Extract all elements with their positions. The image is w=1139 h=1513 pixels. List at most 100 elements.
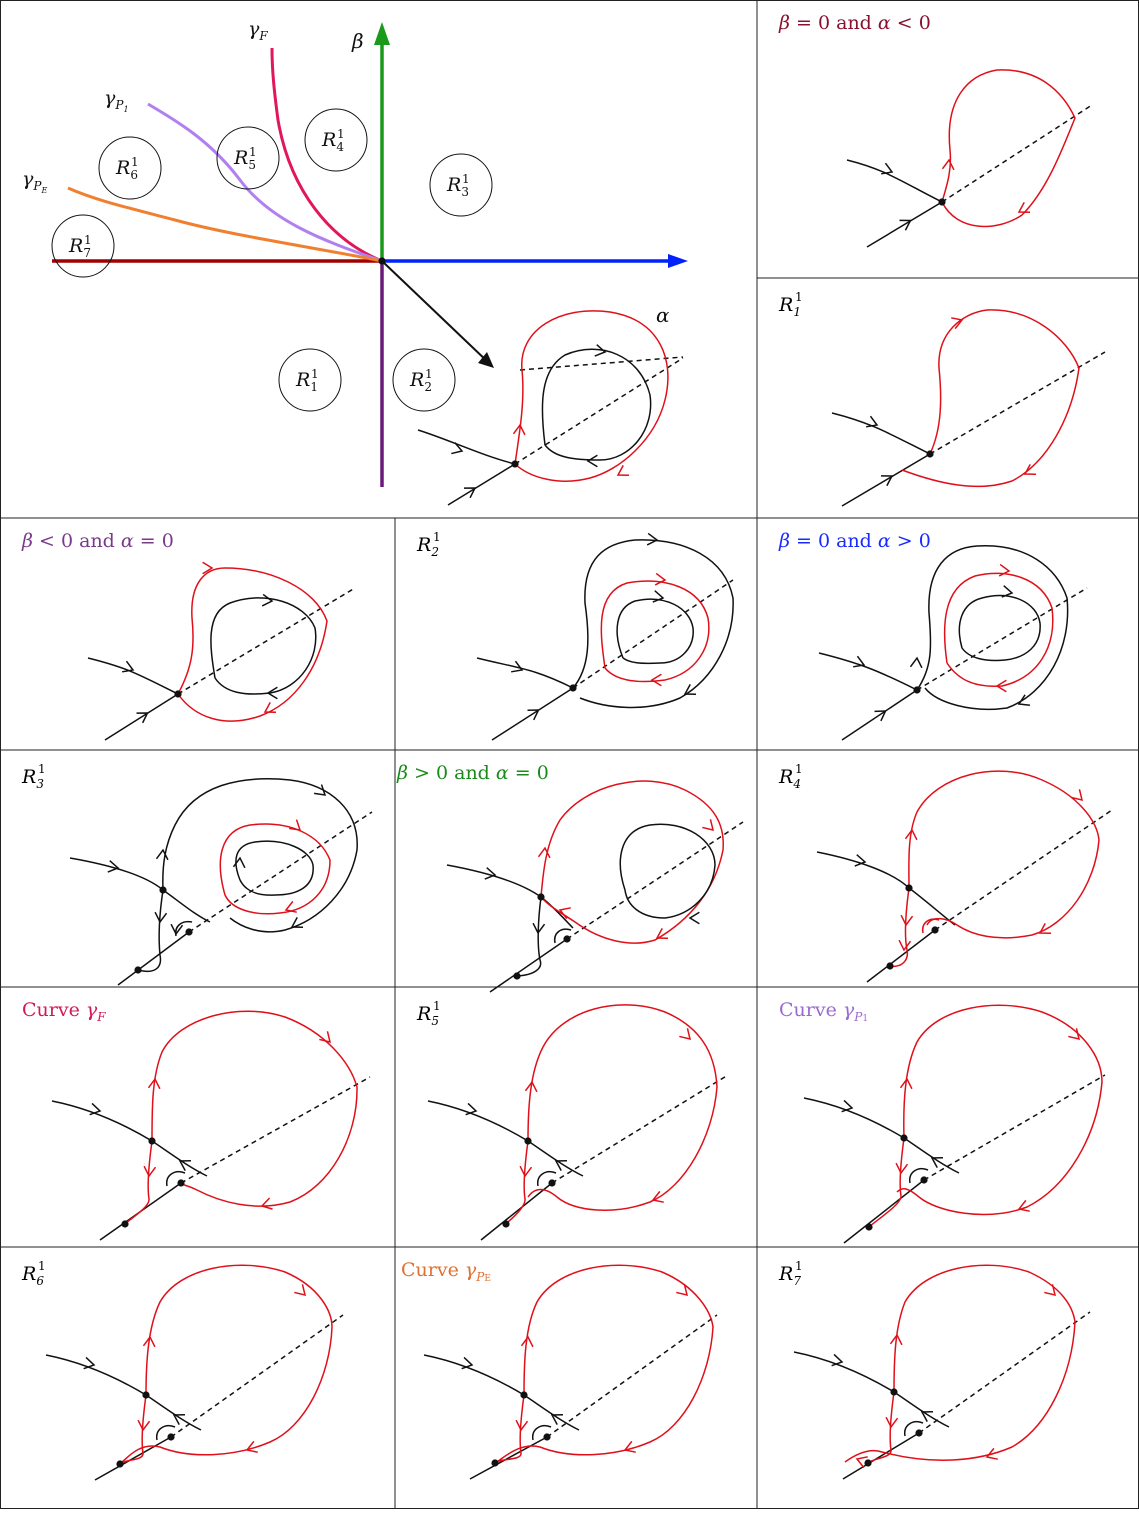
- direction-arrow-line: [381, 260, 491, 365]
- equilibrium-point: [931, 926, 939, 934]
- flow-arrow: [855, 1456, 868, 1469]
- panel-label: β = 0 and α < 0: [779, 12, 931, 34]
- flow-arrow: [880, 475, 894, 487]
- flow-arrow: [831, 1353, 844, 1367]
- flow-arrow: [172, 1413, 186, 1426]
- node-arc: [156, 1425, 176, 1441]
- equilibrium-point: [513, 972, 521, 980]
- panel-R6: R61: [0, 1247, 395, 1509]
- region-circle-R4: [304, 108, 368, 172]
- panel-R5: R51: [395, 987, 757, 1247]
- dashed-line: [941, 104, 1093, 203]
- node-arc: [553, 928, 572, 944]
- dashed-line: [551, 1074, 729, 1184]
- equilibrium-point: [185, 928, 193, 936]
- gamma-PE-label: γPE: [22, 168, 47, 195]
- equilibrium-point: [905, 884, 913, 892]
- flow-arrow: [951, 317, 964, 330]
- region-label-R5: R51: [233, 145, 257, 172]
- flow-arrow: [616, 464, 630, 477]
- equilibrium-point: [915, 1429, 923, 1437]
- limit-cycle-red: [943, 572, 1054, 687]
- flow-arrow: [909, 656, 923, 669]
- flow-arrow: [451, 442, 464, 455]
- region-label-R4: R41: [321, 127, 345, 154]
- flow-arrow: [550, 1413, 564, 1426]
- inner-orbit: [541, 348, 652, 461]
- flow-arrow: [319, 1031, 332, 1044]
- homoclinic-red: [540, 780, 724, 944]
- flow-arrow: [178, 1159, 192, 1172]
- beta-axis-label: β: [351, 29, 364, 53]
- vertical-branch-red: [889, 887, 910, 968]
- flow-arrow: [484, 867, 497, 880]
- flow-arrow: [702, 819, 715, 832]
- portrait-R6: [45, 1264, 344, 1481]
- flow-arrow: [1017, 694, 1031, 706]
- stable-manifold: [843, 1179, 925, 1244]
- flow-arrow: [524, 1080, 538, 1093]
- curve-gamma-F: [270, 47, 383, 263]
- equilibrium-point: [177, 1179, 185, 1187]
- flow-arrow: [261, 593, 274, 607]
- flow-arrow: [520, 1335, 534, 1348]
- alpha-axis-arrowhead: [668, 254, 688, 268]
- dashed-line: [566, 821, 744, 940]
- flow-arrow: [866, 415, 879, 428]
- stable-manifold: [469, 1436, 548, 1480]
- flow-arrow: [154, 911, 168, 924]
- vertical-branch-red: [505, 1140, 529, 1225]
- curve-gamma-P1: [147, 102, 383, 263]
- equilibrium-point: [926, 450, 934, 458]
- large-red-loop: [527, 1004, 718, 1211]
- flow-arrow: [532, 922, 546, 935]
- flow-arrow: [289, 819, 302, 831]
- portrait-curve-gamma-PE: [423, 1264, 718, 1480]
- equilibrium-point: [524, 1137, 532, 1145]
- stable-manifold: [104, 693, 179, 741]
- flow-arrow: [889, 1333, 903, 1346]
- flow-arrow: [511, 660, 524, 673]
- panel-beta-negative-alpha-zero: β < 0 and α = 0: [0, 518, 395, 750]
- flow-arrow: [260, 1197, 273, 1210]
- panel-label: Curve γF: [22, 999, 106, 1024]
- flow-arrow: [874, 710, 887, 722]
- flow-arrow: [527, 709, 540, 721]
- portrait-beta-zero-alpha-negative: [846, 69, 1093, 248]
- dashed-line: [546, 1314, 718, 1438]
- equilibrium-point: [134, 966, 142, 974]
- flow-arrow: [651, 1190, 664, 1203]
- node-arc: [909, 1168, 929, 1184]
- flow-arrow: [558, 907, 571, 920]
- large-red-loop: [844, 1264, 1076, 1463]
- node-arc: [532, 1425, 552, 1441]
- region-circle-R1: [278, 348, 342, 412]
- vertical-branch-red: [119, 1394, 147, 1465]
- incoming-orbit: [803, 1097, 960, 1174]
- flow-arrow: [461, 1356, 474, 1370]
- vertical-branch-red: [868, 1137, 905, 1228]
- stable-manifold: [489, 938, 568, 993]
- dashed-line: [918, 1311, 1091, 1434]
- panel-R1: R11: [757, 278, 1139, 518]
- flow-arrow: [537, 846, 551, 859]
- dashed-line: [514, 357, 684, 465]
- dashed-line: [177, 587, 356, 695]
- flow-arrow: [136, 712, 149, 724]
- dashed-line: [170, 1314, 344, 1438]
- equilibrium-point: [148, 1137, 156, 1145]
- inner-orbit: [958, 594, 1041, 662]
- dashed-line: [934, 809, 1113, 931]
- node-arc: [921, 918, 940, 934]
- incoming-orbit: [417, 429, 516, 465]
- incoming-orbit: [45, 1354, 202, 1431]
- flow-arrow: [1071, 789, 1084, 802]
- panel-curve-gamma-PE: Curve γPE: [395, 1247, 757, 1509]
- equilibrium-point: [142, 1391, 150, 1399]
- flow-arrow: [1038, 922, 1052, 935]
- panel-beta-zero-alpha-negative: β = 0 and α < 0: [757, 0, 1139, 278]
- dashed-line: [923, 1074, 1106, 1181]
- flow-arrow: [676, 1284, 689, 1297]
- equilibrium-point: [511, 460, 519, 468]
